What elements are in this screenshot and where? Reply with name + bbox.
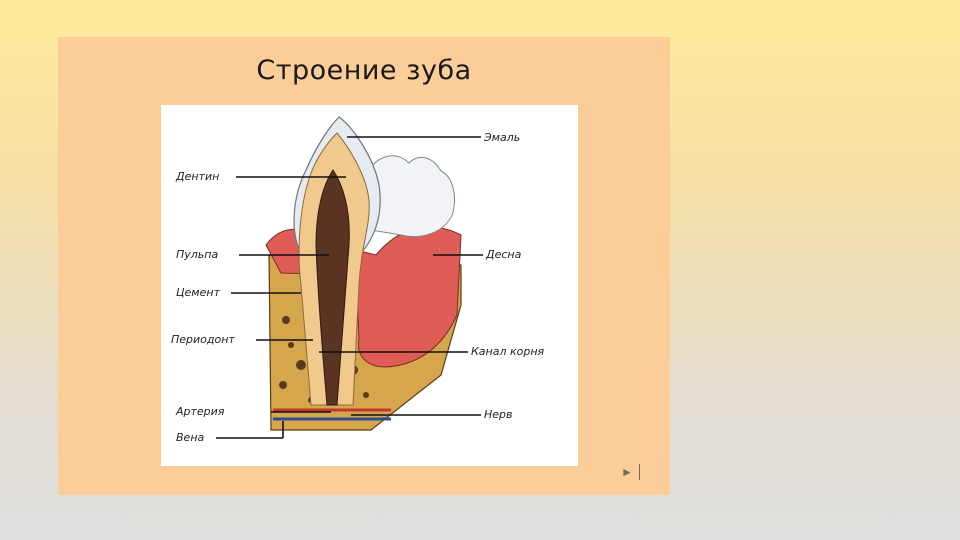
label-cement: Цемент	[176, 286, 221, 299]
play-next-icon: ►	[621, 465, 633, 479]
label-vein: Вена	[176, 431, 205, 444]
label-nerve: Нерв	[484, 408, 513, 421]
label-artery: Артерия	[175, 405, 225, 418]
label-gum: Десна	[485, 248, 522, 261]
label-dentin: Дентин	[175, 170, 219, 183]
label-root-canal: Канал корня	[471, 345, 545, 358]
end-bar-icon	[639, 464, 640, 480]
label-enamel: Эмаль	[483, 131, 520, 144]
slide-title: Строение зуба	[58, 55, 670, 86]
next-slide-button[interactable]: ►	[621, 462, 649, 482]
label-pulp: Пульпа	[176, 248, 218, 261]
tooth-illustration: Эмаль Дентин Пульпа Цемент Периодонт Арт…	[161, 105, 578, 466]
tooth-diagram: Эмаль Дентин Пульпа Цемент Периодонт Арт…	[161, 105, 578, 466]
slide: Строение зуба	[58, 37, 670, 495]
label-periodont: Периодонт	[171, 333, 235, 346]
